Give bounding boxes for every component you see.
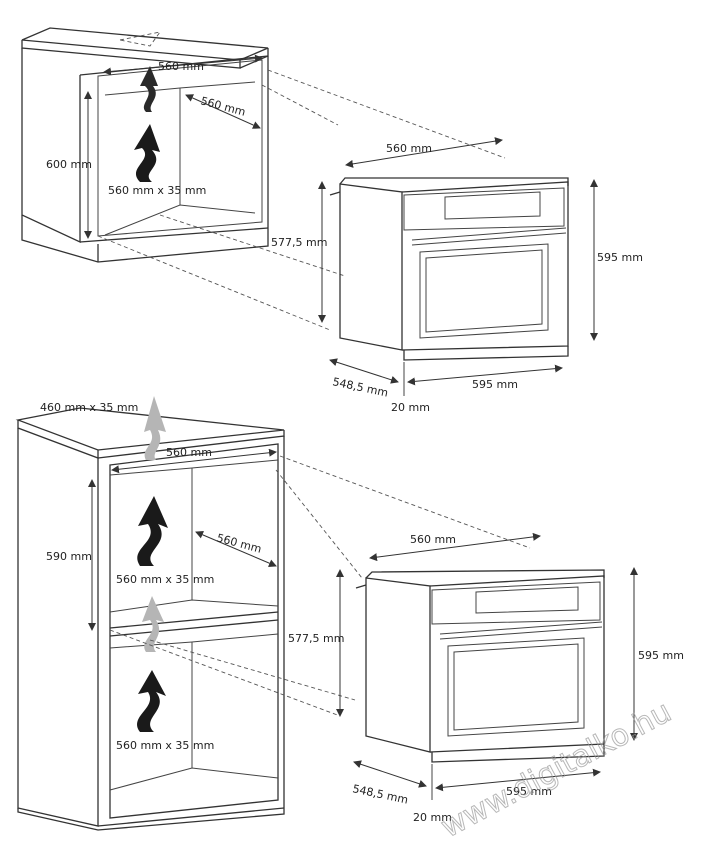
top-oven-width-label: 560 mm bbox=[386, 142, 432, 155]
bottom-guide-line-3 bbox=[109, 629, 341, 717]
bottom-oven-front-width-label: 595 mm bbox=[506, 785, 552, 798]
bottom-oven-width-line bbox=[369, 532, 541, 562]
bottom-lower-vent-label: 560 mm x 35 mm bbox=[116, 739, 214, 752]
top-oven-depth-label: 548,5 mm bbox=[331, 375, 389, 399]
top-oven-width-line bbox=[345, 137, 503, 168]
top-oven-front-width-label: 595 mm bbox=[472, 378, 518, 391]
top-airflow-dark-arrow bbox=[134, 124, 160, 182]
bottom-cabinet-depth-label: 560 mm bbox=[215, 531, 263, 555]
bottom-airflow-lower-dark-arrow bbox=[137, 670, 166, 732]
bottom-oven-front-width-line bbox=[435, 768, 601, 792]
bottom-guide-line-1 bbox=[279, 455, 531, 549]
top-oven-front-width-line bbox=[407, 364, 563, 386]
bottom-oven-offset-label: 20 mm bbox=[413, 811, 452, 824]
top-cabinet-width-label: 560 mm bbox=[158, 60, 204, 73]
bottom-oven-body-height-label: 577,5 mm bbox=[288, 632, 344, 645]
top-oven bbox=[329, 177, 569, 361]
top-oven-body-height-label: 577,5 mm bbox=[271, 236, 327, 249]
top-oven-offset-label: 20 mm bbox=[391, 401, 430, 414]
top-vent-label: 560 mm x 35 mm bbox=[108, 184, 206, 197]
bottom-top-vent-label: 460 mm x 35 mm bbox=[40, 401, 138, 414]
top-cabinet-width-line bbox=[103, 54, 263, 76]
bottom-mid-vent-label: 560 mm x 35 mm bbox=[116, 573, 214, 586]
bottom-cabinet-depth-line bbox=[195, 531, 277, 567]
top-oven-front-height-label: 595 mm bbox=[597, 251, 643, 264]
bottom-oven-front-height-label: 595 mm bbox=[638, 649, 684, 662]
bottom-oven-depth-label: 548,5 mm bbox=[351, 782, 409, 806]
top-guide-line-3 bbox=[97, 235, 331, 331]
bottom-oven-depth-line bbox=[353, 760, 427, 788]
bottom-guide-line-4 bbox=[149, 639, 356, 701]
bottom-airflow-mid-arrow bbox=[142, 596, 164, 652]
top-guide-line-2 bbox=[261, 84, 339, 126]
top-airflow-light-arrow bbox=[140, 66, 158, 112]
bottom-oven bbox=[355, 569, 605, 763]
top-cabinet-depth-line bbox=[185, 94, 261, 129]
watermark-logo: www.digitalko.hu bbox=[435, 694, 677, 845]
top-oven-depth-line bbox=[329, 358, 399, 384]
bottom-cabinet-width-line bbox=[111, 448, 277, 474]
bottom-guide-line-2 bbox=[275, 469, 363, 579]
bottom-cabinet-width-label: 560 mm bbox=[166, 446, 212, 459]
bottom-airflow-upper-dark-arrow bbox=[137, 496, 168, 566]
bottom-airflow-top-arrow bbox=[144, 396, 166, 460]
top-cabinet-height-label: 600 mm bbox=[46, 158, 92, 171]
bottom-niche-height-label: 590 mm bbox=[46, 550, 92, 563]
top-guide-line-4 bbox=[159, 214, 346, 277]
top-cabinet-depth-label: 560 mm bbox=[199, 94, 247, 118]
bottom-oven-width-label: 560 mm bbox=[410, 533, 456, 546]
